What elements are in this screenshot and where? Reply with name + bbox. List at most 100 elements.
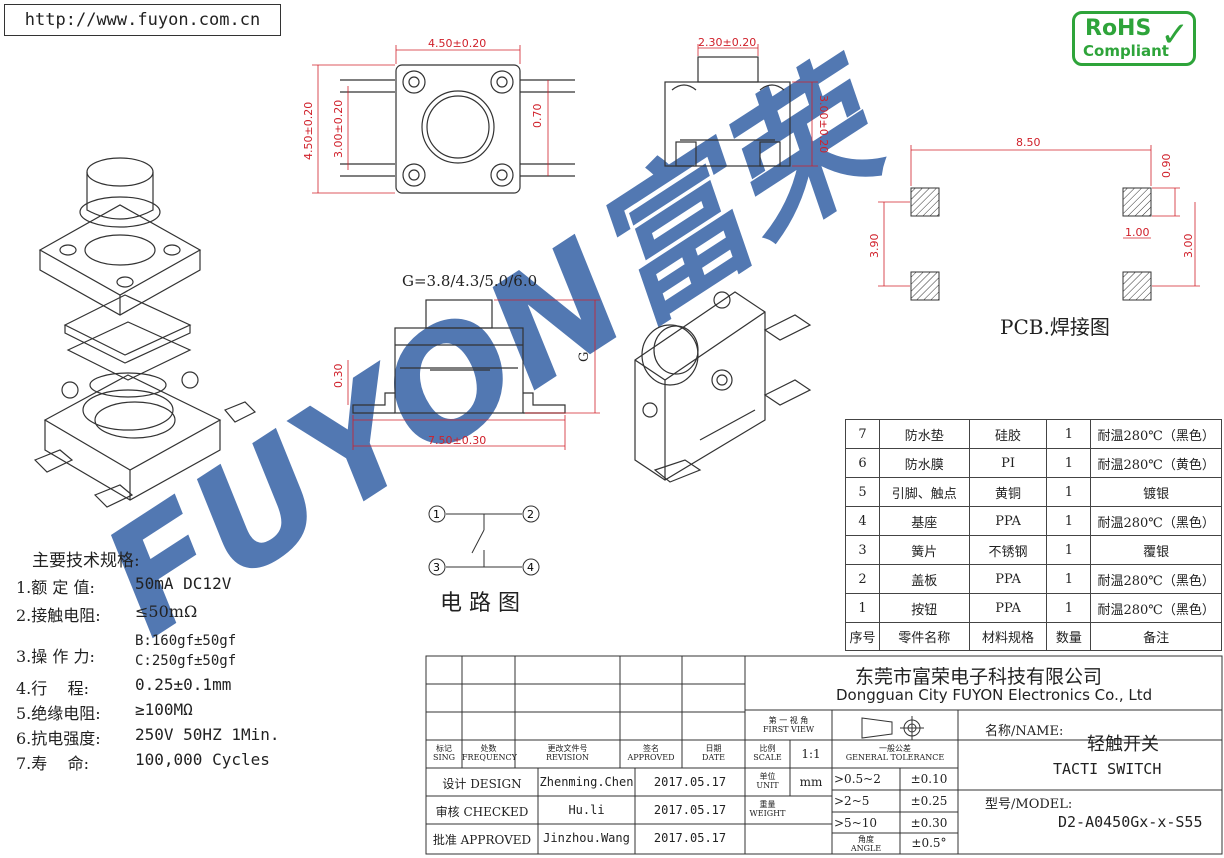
tol-range-3: >5~10 xyxy=(834,816,878,830)
signoff-name-approved: Jinzhou.Wang xyxy=(543,831,630,845)
bom-no: 6 xyxy=(845,448,880,478)
g-options-label: G=3.8/4.3/5.0/6.0 xyxy=(402,272,538,290)
specs-title: 主要技术规格: xyxy=(32,551,140,571)
spec-7-label: 7.寿 命: xyxy=(16,754,90,773)
tol-range-1: >0.5~2 xyxy=(834,772,881,786)
signoff-date-design: 2017.05.17 xyxy=(653,775,727,789)
name-en: TACTI SWITCH xyxy=(1053,760,1162,778)
dim-pcb-width: 8.50 xyxy=(1016,136,1041,149)
exploded-view xyxy=(33,157,257,508)
tol-range-2: >2~5 xyxy=(834,794,870,808)
circuit-diagram xyxy=(428,505,540,576)
spec-3-label: 3.操 作 力: xyxy=(16,647,95,666)
bom-qty: 1 xyxy=(1046,593,1092,623)
bom-part: 簧片 xyxy=(878,535,970,565)
signoff-role-checked: 审核 CHECKED xyxy=(435,805,529,819)
spec-5-value: ≥100MΩ xyxy=(135,700,193,719)
rohs-logo: RoHS Compliant ✓ xyxy=(1072,11,1196,66)
projection-symbol xyxy=(861,716,924,740)
bom-qty: 1 xyxy=(1046,564,1092,594)
bom-material: PI xyxy=(968,448,1048,478)
bom-qty: 1 xyxy=(1046,506,1092,536)
signoff-date-approved: 2017.05.17 xyxy=(653,831,727,845)
name-cn: 轻触开关 xyxy=(1087,734,1159,755)
top-view-dims xyxy=(312,45,549,194)
name-label: 名称/NAME: xyxy=(985,724,1064,739)
spec-7-value: 100,000 Cycles xyxy=(135,750,270,769)
side-view xyxy=(664,56,791,167)
bom-note: 耐温280℃（黑色） xyxy=(1090,593,1222,623)
unit-value: mm xyxy=(799,775,823,789)
bom-header-note: 备注 xyxy=(1090,622,1222,651)
pcb-pads xyxy=(910,187,1152,301)
side-view-dims xyxy=(697,44,818,167)
bom-header-part: 零件名称 xyxy=(878,622,970,651)
front-view-dims xyxy=(347,299,600,450)
bom-note: 耐温280℃（黑色） xyxy=(1090,506,1222,536)
tol-value-3: ±0.30 xyxy=(910,816,948,830)
spec-1-value: 50mA DC12V xyxy=(135,574,232,593)
bom-header-no: 序号 xyxy=(845,622,880,651)
bom-part: 引脚、触点 xyxy=(878,477,970,507)
bom-part: 盖板 xyxy=(878,564,970,594)
bom-note: 耐温280℃（黄色） xyxy=(1090,448,1222,478)
dim-pcb-pad-w: 1.00 xyxy=(1125,226,1150,239)
bom-part: 基座 xyxy=(878,506,970,536)
dim-pcb-height: 3.90 xyxy=(868,234,881,259)
dim-side-width: 2.30±0.20 xyxy=(698,36,756,49)
dim-top-width: 4.50±0.20 xyxy=(428,37,486,50)
bom-header-row: 序号零件名称材料规格数量备注 xyxy=(845,622,1222,651)
dim-front-thk: 0.30 xyxy=(332,364,345,389)
pin-3: 3 xyxy=(433,561,440,574)
dim-top-height-outer: 4.50±0.20 xyxy=(302,102,315,160)
bom-part: 按钮 xyxy=(878,593,970,623)
bom-note: 耐温280℃（黑色） xyxy=(1090,419,1222,449)
bom-qty: 1 xyxy=(1046,448,1092,478)
spec-2-label: 2.接触电阻: xyxy=(16,606,101,625)
bom-material: PPA xyxy=(968,593,1048,623)
dim-top-height-inner: 3.00±0.20 xyxy=(332,100,345,158)
signoff-role-approved: 批准 APPROVED xyxy=(432,833,532,847)
spec-6-value: 250V 50HZ 1Min. xyxy=(135,725,280,744)
company-cn: 东莞市富荣电子科技有限公司 xyxy=(855,666,1103,688)
bom-no: 3 xyxy=(845,535,880,565)
tol-value-angle: ±0.5° xyxy=(911,836,947,850)
iso-view xyxy=(634,291,812,483)
bom-material: 不锈钢 xyxy=(968,535,1048,565)
check-icon: ✓ xyxy=(1160,15,1190,55)
company-en: Dongguan City FUYON Electronics Co., Ltd xyxy=(836,686,1153,704)
title-block-grid xyxy=(425,655,1223,855)
spec-6-label: 6.抗电强度: xyxy=(16,729,101,748)
bom-part: 防水垫 xyxy=(878,419,970,449)
pcb-label: PCB.焊接图 xyxy=(1000,315,1110,339)
bom-no: 5 xyxy=(845,477,880,507)
dim-top-pin: 0.70 xyxy=(531,104,544,129)
bom-no: 2 xyxy=(845,564,880,594)
bom-header-material: 材料规格 xyxy=(968,622,1048,651)
website-url: http://www.fuyon.com.cn xyxy=(4,4,281,36)
signoff-date-checked: 2017.05.17 xyxy=(653,803,727,817)
scale-value: 1:1 xyxy=(801,747,821,761)
spec-4-value: 0.25±0.1mm xyxy=(135,675,232,694)
pin-1: 1 xyxy=(433,508,440,521)
top-view xyxy=(340,64,575,194)
spec-2-value: ≤50mΩ xyxy=(135,602,198,621)
pin-2: 2 xyxy=(527,508,534,521)
dim-pcb-pad: 0.90 xyxy=(1160,154,1173,179)
bom-no: 1 xyxy=(845,593,880,623)
spec-4-label: 4.行 程: xyxy=(16,679,90,698)
bom-note: 覆银 xyxy=(1090,535,1222,565)
bom-note: 镀银 xyxy=(1090,477,1222,507)
model-value: D2-A0450Gx-x-S55 xyxy=(1058,813,1203,831)
